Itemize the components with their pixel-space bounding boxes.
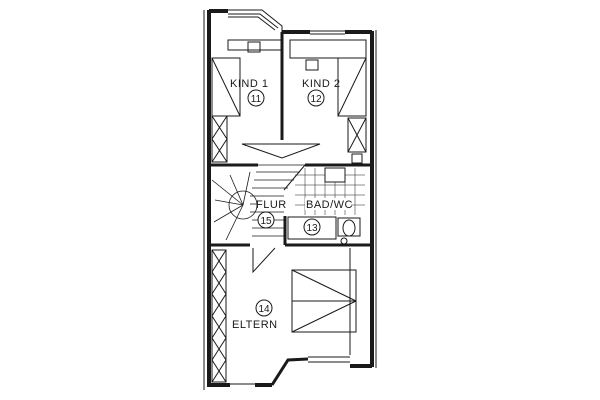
room-number-kind2: 12	[310, 94, 322, 105]
bay-window-bottom	[230, 356, 350, 386]
room-number-flur: 15	[260, 216, 272, 227]
room-label-bad: BAD/WC	[306, 199, 353, 211]
room-number-circle	[303, 218, 321, 236]
furniture	[211, 39, 367, 383]
room-number-eltern: 14	[258, 304, 270, 315]
room-number-kind1: 11	[251, 94, 262, 105]
room-number-circle	[307, 89, 325, 107]
room-number-circle	[255, 299, 273, 317]
room-number-circle	[257, 211, 275, 229]
bay-window-top	[228, 9, 345, 35]
room-number-bad: 13	[306, 223, 318, 234]
room-number-circle	[247, 89, 265, 107]
room-label-eltern: ELTERN	[232, 319, 278, 331]
room-label-flur: FLUR	[256, 199, 287, 211]
outer-walls	[207, 9, 374, 387]
room-label-kind1: KIND 1	[230, 78, 268, 90]
room-label-kind2: KIND 2	[302, 78, 340, 90]
